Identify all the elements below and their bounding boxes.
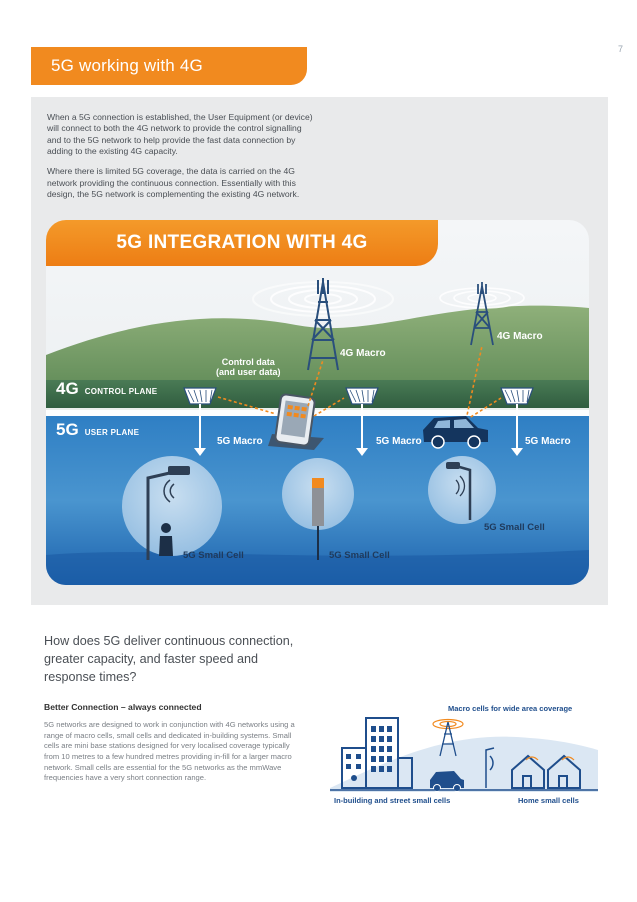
small-cell-label: 5G Small Cell xyxy=(484,522,545,533)
street-light-icon xyxy=(485,747,495,788)
antenna-panel-icon xyxy=(345,387,379,456)
office-building-icon xyxy=(341,717,413,789)
house-icon xyxy=(511,754,581,789)
smartphone-icon xyxy=(268,393,324,450)
integration-infographic: 5G INTEGRATION WITH 4G 4G Macro 4G Macro… xyxy=(46,220,589,585)
radio-wave-icon xyxy=(432,718,464,730)
cell-tower-icon xyxy=(307,278,339,371)
small-cells-graphic: Macro cells for wide area coverage In-bu… xyxy=(330,700,598,812)
intro-paragraph-2: Where there is limited 5G coverage, the … xyxy=(47,166,300,200)
small-cell-bubble xyxy=(122,456,222,560)
control-plane-big: 4G xyxy=(56,379,79,398)
macro-4g-label: 4G Macro xyxy=(340,348,386,359)
control-data-label: Control data (and user data) xyxy=(216,357,281,378)
macro-5g-label: 5G Macro xyxy=(217,436,263,447)
green-hills xyxy=(46,305,589,395)
macro-cells-caption: Macro cells for wide area coverage xyxy=(448,704,573,713)
small-cell-bubble xyxy=(428,456,496,524)
small-cell-label: 5G Small Cell xyxy=(329,550,390,561)
macro-5g-label: 5G Macro xyxy=(525,436,571,447)
small-cell-bubble xyxy=(282,458,354,560)
plane-divider xyxy=(46,408,589,416)
cell-tower-icon xyxy=(470,282,494,346)
article-body: 5G networks are designed to work in conj… xyxy=(44,720,295,783)
user-plane-small: USER PLANE xyxy=(84,428,140,437)
intro-text: When a 5G connection is established, the… xyxy=(47,112,317,200)
section-banner: 5G working with 4G xyxy=(31,47,307,85)
macro-5g-label: 5G Macro xyxy=(376,436,422,447)
small-cells-illustration xyxy=(330,717,598,792)
control-plane-small: CONTROL PLANE xyxy=(84,387,158,396)
control-plane-band xyxy=(46,380,589,410)
home-cells-caption: Home small cells xyxy=(518,796,579,805)
infographic-title: 5G INTEGRATION WITH 4G xyxy=(116,232,368,253)
infographic-title-banner: 5G INTEGRATION WITH 4G xyxy=(46,220,438,266)
infographic-illustration xyxy=(46,278,589,585)
control-link-lines xyxy=(217,345,502,421)
car-icon xyxy=(423,416,488,449)
article-question: How does 5G deliver continuous connectio… xyxy=(44,634,294,684)
section-title: 5G working with 4G xyxy=(51,56,203,75)
antenna-panel-icon xyxy=(500,387,534,456)
page-number: 7 xyxy=(617,44,623,54)
antenna-panel-icon xyxy=(183,387,217,456)
control-plane-label: 4G CONTROL PLANE xyxy=(56,379,157,399)
intro-paragraph-1: When a 5G connection is established, the… xyxy=(47,112,313,157)
cell-tower-icon xyxy=(439,721,457,757)
article-subhead: Better Connection – always connected xyxy=(44,702,202,712)
inbuilding-caption: In-building and street small cells xyxy=(334,796,451,805)
small-cell-label: 5G Small Cell xyxy=(183,550,244,561)
macro-4g-label: 4G Macro xyxy=(497,331,543,342)
user-plane-label: 5G USER PLANE xyxy=(56,420,139,440)
ground-wave xyxy=(46,550,589,585)
user-plane-big: 5G xyxy=(56,420,79,439)
